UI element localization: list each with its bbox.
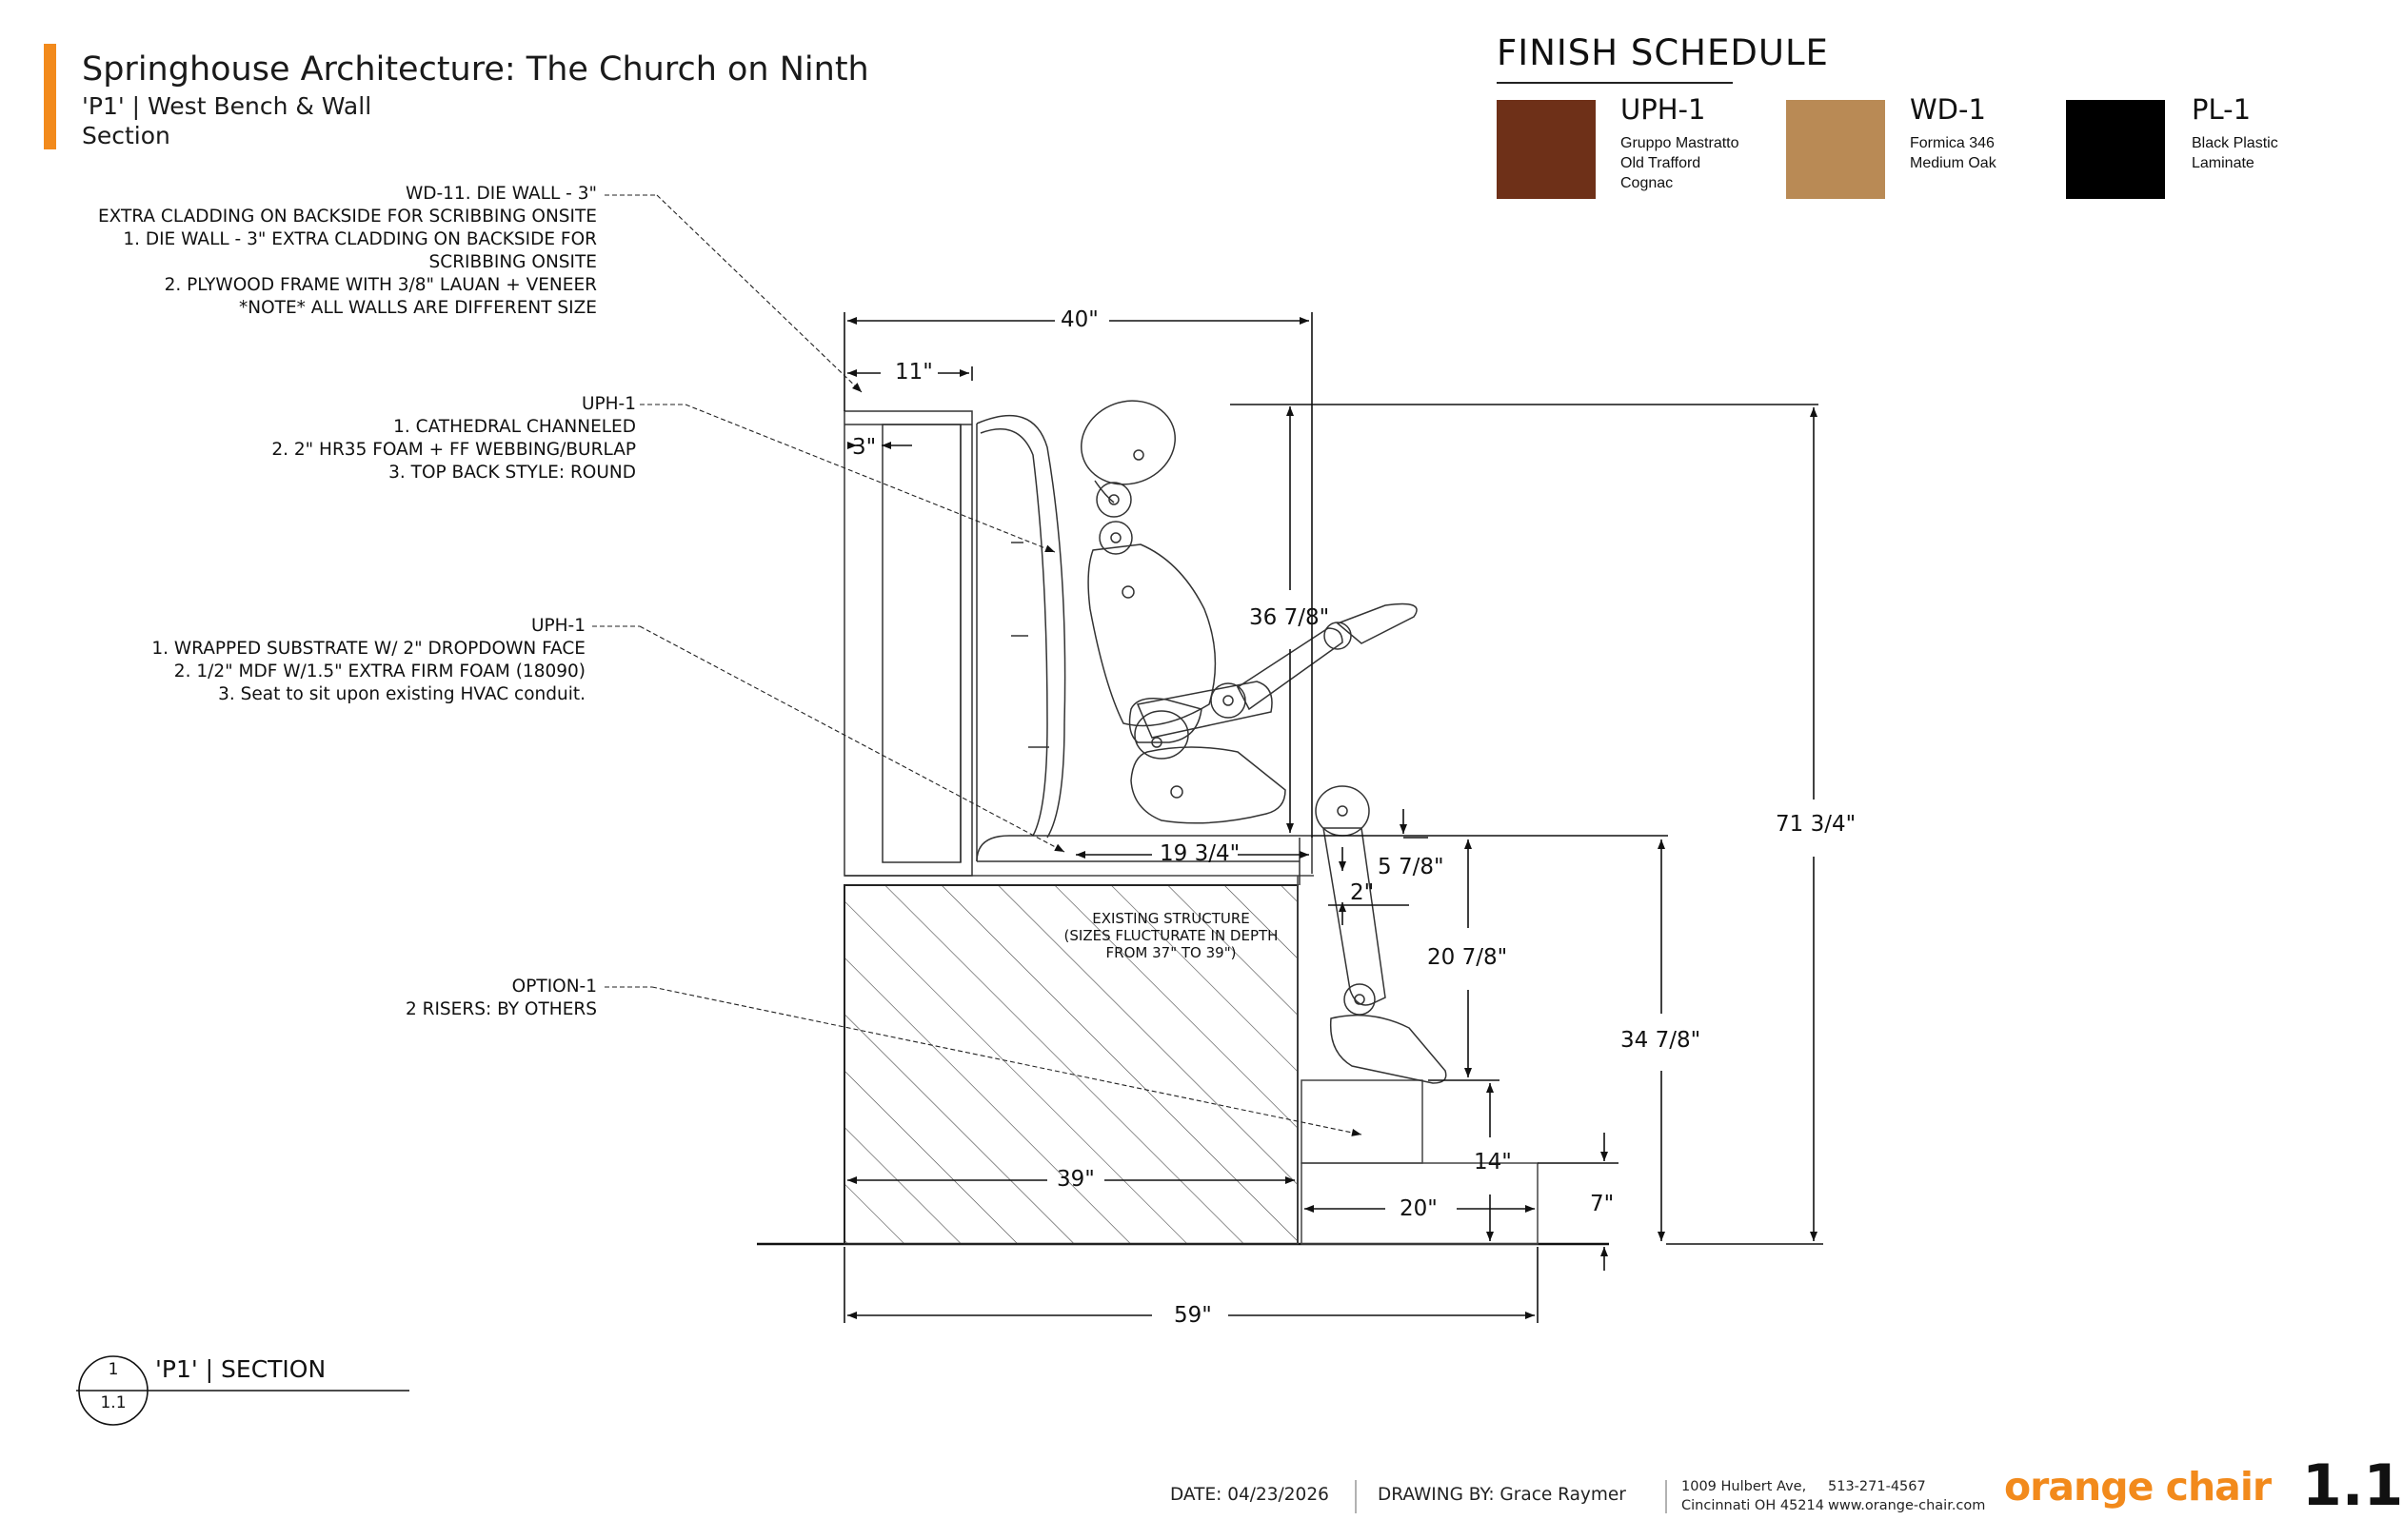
dim-34-7-8: 34 7/8"	[1620, 1028, 1701, 1053]
dim-36-7-8: 36 7/8"	[1249, 605, 1330, 630]
dim-20: 20"	[1400, 1196, 1438, 1221]
section-tag-label: 'P1' | SECTION	[155, 1355, 327, 1383]
drawing-name: 'P1' | West Bench & Wall	[82, 92, 372, 120]
bench-seat	[976, 835, 1313, 885]
section-tag-number: 1	[108, 1360, 119, 1379]
footer-date: DATE: 04/23/2026	[1170, 1485, 1329, 1505]
swatch-code-uph1: UPH-1	[1620, 93, 1706, 126]
footer-drawn-by: DRAWING BY: Grace Raymer	[1378, 1485, 1626, 1505]
dim-19-3-4: 19 3/4"	[1160, 841, 1241, 866]
note-uph-seat: UPH-1 1. WRAPPED SUBSTRATE W/ 2" DROPDOW…	[151, 616, 586, 704]
swatch-desc-uph1: Gruppo Mastratto Old Trafford Cognac	[1620, 135, 1739, 191]
footer-contact: 513-271-4567 www.orange-chair.com	[1828, 1479, 1986, 1513]
section-tag-sheet: 1.1	[100, 1393, 127, 1412]
swatch-uph1	[1497, 100, 1596, 199]
dim-7: 7"	[1590, 1192, 1615, 1216]
dim-20-7-8: 20 7/8"	[1427, 945, 1508, 970]
dimension-lines	[844, 312, 1823, 1323]
dim-2: 2"	[1350, 880, 1375, 905]
back-upholstery	[976, 414, 1066, 861]
project-title: Springhouse Architecture: The Church on …	[82, 50, 869, 89]
view-type: Section	[82, 122, 170, 149]
mannequin-figure	[1081, 400, 1447, 1084]
swatch-wd1	[1786, 100, 1885, 199]
footer-address: 1009 Hulbert Ave, Cincinnati OH 45214	[1681, 1479, 1824, 1513]
dim-40: 40"	[1061, 307, 1099, 332]
swatch-pl1	[2066, 100, 2165, 199]
footer-separators	[1355, 1480, 1667, 1513]
note-option: OPTION-1 2 RISERS: BY OTHERS	[405, 977, 597, 1019]
swatch-code-wd1: WD-1	[1910, 93, 1986, 126]
swatch-desc-pl1: Black Plastic Laminate	[2192, 135, 2278, 171]
finish-schedule-rule	[1497, 82, 1733, 84]
dim-11: 11"	[895, 360, 933, 385]
swatch-desc-wd1: Formica 346 Medium Oak	[1910, 135, 1996, 171]
note-uph-back: UPH-1 1. CATHEDRAL CHANNELED 2. 2" HR35 …	[271, 394, 636, 483]
leader-lines	[592, 194, 1362, 1136]
note-existing-structure: EXISTING STRUCTURE (SIZES FLUCTURATE IN …	[1063, 910, 1279, 961]
sheet-number: 1.1	[2302, 1452, 2403, 1519]
finish-schedule-title: FINISH SCHEDULE	[1497, 32, 1829, 73]
section-tag-symbol	[76, 1355, 409, 1426]
title-block: Springhouse Architecture: The Church on …	[82, 48, 869, 150]
existing-structure	[844, 884, 1299, 1245]
dim-5-7-8: 5 7/8"	[1378, 855, 1444, 879]
swatch-code-pl1: PL-1	[2192, 93, 2252, 126]
dim-59: 59"	[1174, 1303, 1212, 1328]
title-accent-bar	[44, 44, 56, 149]
die-wall	[844, 410, 973, 877]
dim-39: 39"	[1057, 1167, 1095, 1192]
dim-71-3-4: 71 3/4"	[1776, 812, 1857, 837]
note-wd11: WD-11. DIE WALL - 3" EXTRA CLADDING ON B…	[97, 184, 597, 318]
dim-14: 14"	[1474, 1150, 1512, 1175]
dim-3: 3"	[852, 435, 877, 460]
orange-chair-logo: orange chair	[2004, 1464, 2272, 1510]
